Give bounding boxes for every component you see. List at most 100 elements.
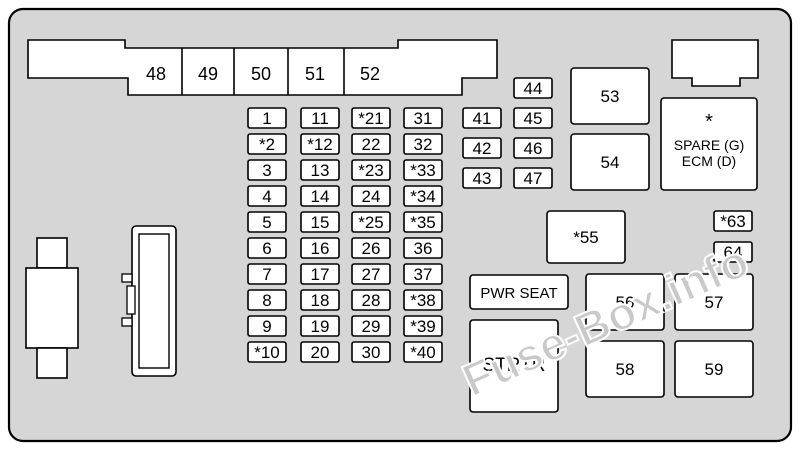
fuse-label: *2 <box>259 135 275 154</box>
fuse-label: 4 <box>262 187 271 206</box>
relay-56: 56 <box>585 273 665 331</box>
fuse-label: 64 <box>724 243 743 262</box>
fuse-body <box>351 107 391 129</box>
fuse-label: 30 <box>362 343 381 362</box>
fuse-5: 5 <box>247 211 287 233</box>
relay-59-label: 59 <box>705 360 724 379</box>
fuse-body <box>300 185 340 207</box>
fuse-star-23: *23 <box>351 159 391 181</box>
relay-57-label: 57 <box>705 293 724 312</box>
relay-54-label: 54 <box>601 153 620 172</box>
fuse-label: 17 <box>311 265 330 284</box>
fuse-body <box>462 137 502 159</box>
fuse-label: 8 <box>262 291 271 310</box>
fuse-body <box>513 107 553 129</box>
fuse-20: 20 <box>300 341 340 363</box>
fuse-body <box>247 237 287 259</box>
fuse-body <box>247 341 287 363</box>
fuse-star-2: *2 <box>247 133 287 155</box>
fuse-body <box>513 167 553 189</box>
fuse-26: 26 <box>351 237 391 259</box>
fuse-36: 36 <box>403 237 443 259</box>
fuse-42: 42 <box>462 137 502 159</box>
fuse-star-12: *12 <box>300 133 340 155</box>
fuse-8: 8 <box>247 289 287 311</box>
top-right-connector <box>671 39 759 87</box>
fuse-label: 13 <box>311 161 330 180</box>
relay-53: 53 <box>570 67 650 125</box>
fuse-star-34: *34 <box>403 185 443 207</box>
connector-label-51: 51 <box>305 64 325 84</box>
connector-block <box>27 39 498 96</box>
fuse-label: *38 <box>410 291 436 310</box>
spare-star: * <box>705 111 713 133</box>
fuse-body <box>403 341 443 363</box>
fuse-label: 36 <box>414 239 433 258</box>
fuse-body <box>247 133 287 155</box>
fuse-7: 7 <box>247 263 287 285</box>
fuse-label: *25 <box>358 213 384 232</box>
fuse-body <box>713 241 753 263</box>
fuse-label: 1 <box>262 109 271 128</box>
fuse-45: 45 <box>513 107 553 129</box>
fuse-label: 15 <box>311 213 330 232</box>
fuse-4: 4 <box>247 185 287 207</box>
fuse-label: 5 <box>262 213 271 232</box>
fuse-body <box>247 315 287 337</box>
fuse-star-35: *35 <box>403 211 443 233</box>
fuse-body <box>300 159 340 181</box>
fuse-body <box>300 341 340 363</box>
relay-58-label: 58 <box>616 360 635 379</box>
fuse-label: 28 <box>362 291 381 310</box>
fuse-label: 3 <box>262 161 271 180</box>
fuse-46: 46 <box>513 137 553 159</box>
fuse-label: *63 <box>720 212 746 231</box>
relay-55-label: *55 <box>573 228 599 247</box>
fuse-star-10: *10 <box>247 341 287 363</box>
fuse-9: 9 <box>247 315 287 337</box>
fuse-label: 14 <box>311 187 330 206</box>
fuse-body <box>713 210 753 232</box>
fuse-29: 29 <box>351 315 391 337</box>
fuse-label: 41 <box>473 109 492 128</box>
fuse-16: 16 <box>300 237 340 259</box>
fuse-28: 28 <box>351 289 391 311</box>
left-fusible-link <box>25 237 79 379</box>
fuse-body <box>403 263 443 285</box>
fuse-body <box>351 211 391 233</box>
fuse-label: *39 <box>410 317 436 336</box>
fuse-24: 24 <box>351 185 391 207</box>
fuse-star-40: *40 <box>403 341 443 363</box>
fuse-label: 46 <box>524 139 543 158</box>
fuse-label: 45 <box>524 109 543 128</box>
fuse-body <box>403 211 443 233</box>
fuse-6: 6 <box>247 237 287 259</box>
relay-57: 57 <box>674 273 754 331</box>
fuse-14: 14 <box>300 185 340 207</box>
ecm-label: ECM (D) <box>682 153 736 169</box>
fuse-30: 30 <box>351 341 391 363</box>
relay-56-label: 56 <box>616 293 635 312</box>
fuse-body <box>351 185 391 207</box>
fuse-label: 19 <box>311 317 330 336</box>
fuse-label: *34 <box>410 187 436 206</box>
fuse-label: 6 <box>262 239 271 258</box>
fuse-15: 15 <box>300 211 340 233</box>
fuse-label: 16 <box>311 239 330 258</box>
fuse-label: *12 <box>307 135 333 154</box>
connector-label-50: 50 <box>251 64 271 84</box>
spare-label: SPARE (G) <box>674 137 745 153</box>
fuse-body <box>513 77 553 99</box>
fuse-label: *33 <box>410 161 436 180</box>
fuse-body <box>247 107 287 129</box>
fuse-body <box>247 185 287 207</box>
connector-label-52: 52 <box>360 64 380 84</box>
fuse-star-63: *63 <box>713 210 753 232</box>
fuse-27: 27 <box>351 263 391 285</box>
strtr-relay: STRTR <box>469 319 559 413</box>
fuse-body <box>247 289 287 311</box>
fuse-body <box>300 289 340 311</box>
fuse-star-38: *38 <box>403 289 443 311</box>
